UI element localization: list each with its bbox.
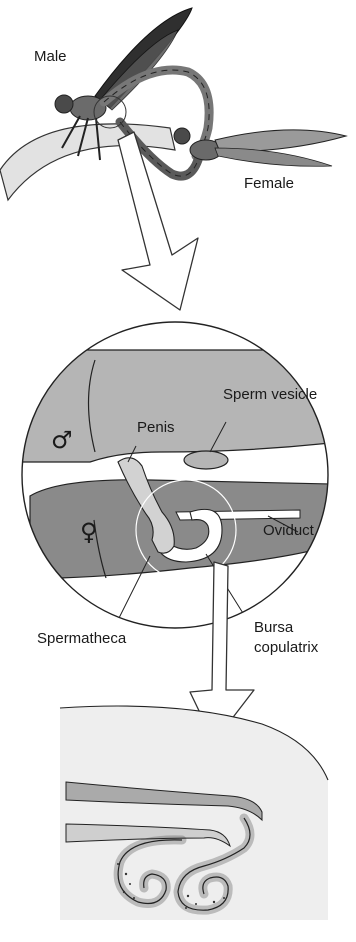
label-bursa-line2: copulatrix <box>254 639 319 656</box>
female-wing-lower <box>215 148 332 166</box>
female-symbol: ♀ <box>80 518 98 546</box>
label-penis: Penis <box>137 419 175 436</box>
label-female: Female <box>244 175 294 192</box>
cross-section-detail: ♂ ♀ Sperm vesicle Penis Oviduct Spermath… <box>0 322 340 656</box>
label-spermatheca: Spermatheca <box>37 630 127 647</box>
male-symbol: ♂ <box>51 426 73 454</box>
background-tissue <box>60 706 328 920</box>
mating-damselflies-illustration: Male Female <box>0 8 346 200</box>
label-male: Male <box>34 48 67 65</box>
label-sperm-vesicle: Sperm vesicle <box>223 386 317 403</box>
female-head <box>174 128 190 144</box>
label-bursa-line1: Bursa <box>254 619 294 636</box>
male-head <box>55 95 73 113</box>
magnified-bursa-detail <box>60 706 328 920</box>
label-oviduct: Oviduct <box>263 522 315 539</box>
sperm-vesicle <box>184 451 228 469</box>
